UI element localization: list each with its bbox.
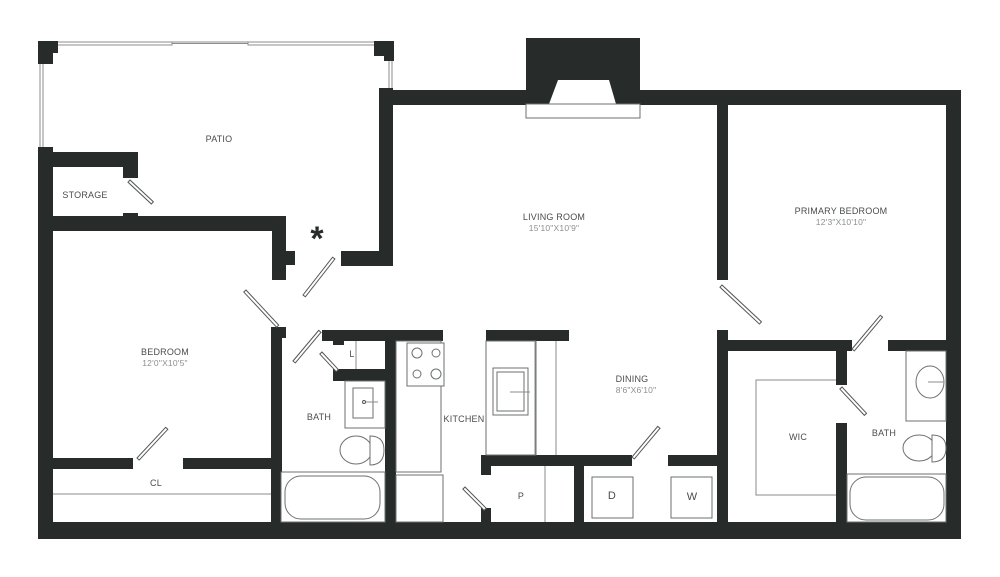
room-dimensions-primary-bedroom: 12'3"X10'10": [815, 217, 867, 227]
room-label-living-room: LIVING ROOM: [522, 212, 586, 222]
room-label-kitchen: KITCHEN: [443, 414, 485, 424]
room-label-storage: STORAGE: [62, 190, 108, 200]
room-label-bath-1: BATH: [306, 412, 332, 422]
bath-1-fixtures: [280, 341, 386, 523]
room-dimensions-bedroom: 12'0"X10'5": [142, 358, 188, 368]
room-label-patio: PATIO: [205, 134, 233, 144]
patio-post-left: [38, 41, 58, 64]
room-label-primary-bedroom: PRIMARY BEDROOM: [794, 206, 888, 216]
fireplace-opening: [549, 80, 616, 104]
room-label-closet: CL: [150, 478, 162, 488]
room-dimensions-dining: 8'6"X6'10": [615, 385, 657, 395]
bath-2-fixtures: [846, 350, 947, 523]
room-label-wic: WIC: [788, 432, 808, 442]
dryer-label: D: [607, 490, 617, 502]
washer-unit: [670, 476, 713, 519]
walls: [38, 38, 961, 539]
fireplace-hearth: [525, 103, 641, 119]
doors: [127, 179, 884, 512]
dryer-unit: [591, 476, 634, 519]
room-dimensions-living-room: 15'10"X10'9": [528, 223, 580, 233]
room-label-pantry: P: [517, 491, 525, 501]
patio-post-right: [374, 41, 394, 61]
entry-marker-icon: *: [310, 220, 324, 258]
wic-shelving: [755, 379, 836, 496]
room-label-bedroom: BEDROOM: [141, 347, 189, 357]
washer-label: W: [686, 491, 698, 503]
room-label-linen: L: [349, 349, 355, 359]
room-label-bath-2: BATH: [871, 428, 897, 438]
room-label-dining: DINING: [615, 374, 649, 384]
kitchen-fixtures: [395, 340, 557, 523]
